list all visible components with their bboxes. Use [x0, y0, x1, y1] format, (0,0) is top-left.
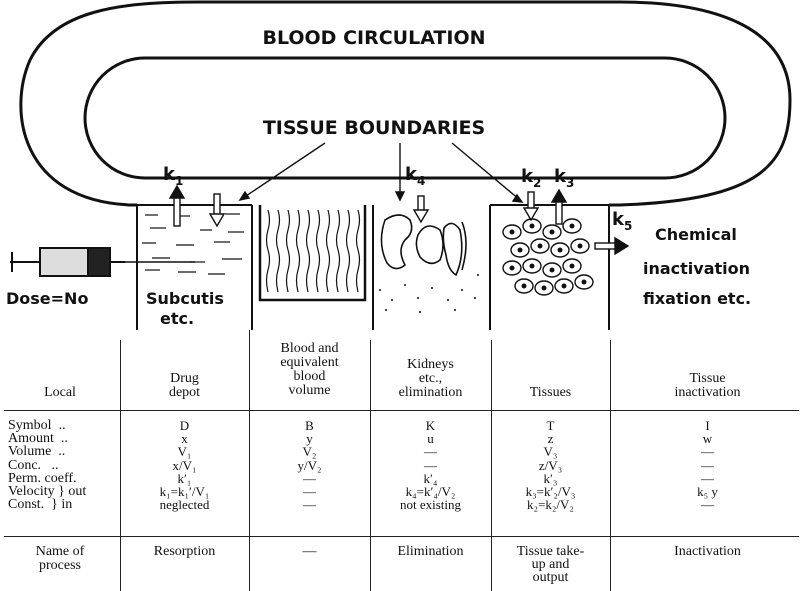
- k3-label: k3: [554, 166, 574, 190]
- header-blood: Blood and equivalent blood volume: [249, 342, 370, 398]
- blood-hatching: [267, 210, 360, 292]
- blood-circulation-label: BLOOD CIRCULATION: [262, 27, 485, 49]
- subcutis-label: Subcutis: [146, 289, 224, 308]
- k5-label: k5: [612, 209, 632, 233]
- k5-arrow: [595, 238, 628, 254]
- process-cell: Tissue take- up and output: [491, 545, 610, 584]
- compartment-diagram: BLOOD CIRCULATION TISSUE BOUNDARIES: [0, 0, 805, 330]
- inactivation-label: inactivation: [643, 259, 750, 278]
- table-cell: neglected: [120, 499, 249, 512]
- table-cell: —: [249, 499, 370, 512]
- dose-label: Dose=No: [6, 289, 88, 308]
- syringe-icon: [10, 248, 195, 276]
- subcutis-etc-label: etc.: [160, 309, 194, 328]
- header-local: Local: [0, 386, 120, 400]
- k4-arrow: [414, 196, 428, 222]
- k1-in-arrow: [210, 194, 224, 226]
- k4-label: k4: [405, 164, 425, 188]
- process-cell: Resorption: [120, 545, 249, 558]
- table-cell: k₂=k₂/V₂: [491, 499, 610, 512]
- parameter-table: Local Drug depot Blood and equivalent bl…: [0, 330, 805, 591]
- header-tissues: Tissues: [491, 386, 610, 400]
- organ-stipple: [379, 274, 479, 313]
- organs-icon: [381, 215, 466, 275]
- tissue-cells-icon: [503, 219, 593, 295]
- row-label: Const. } in: [8, 499, 72, 512]
- k1-label: k1: [163, 164, 183, 188]
- tissue-boundaries-label: TISSUE BOUNDARIES: [263, 117, 485, 139]
- k3-out-arrow: [552, 190, 566, 224]
- header-drug-depot: Drug depot: [120, 372, 249, 400]
- k2-label: k2: [521, 166, 541, 190]
- table-cell: not existing: [370, 499, 491, 512]
- chemical-label: Chemical: [655, 225, 737, 244]
- table-cell: —: [610, 499, 805, 512]
- compartment-boxes: [137, 205, 609, 330]
- header-kidneys: Kidneys etc., elimination: [370, 358, 491, 400]
- process-label: Name of process: [0, 545, 120, 573]
- process-cell: Elimination: [370, 545, 491, 558]
- header-rule: [4, 410, 799, 411]
- footer-rule: [4, 536, 799, 537]
- header-inactivation: Tissue inactivation: [610, 372, 805, 400]
- boundary-pointer-arrows: [240, 143, 522, 202]
- subcutis-texture: [142, 214, 244, 274]
- process-cell: —: [249, 545, 370, 558]
- fixation-label: fixation etc.: [643, 289, 751, 308]
- process-cell: Inactivation: [610, 545, 805, 558]
